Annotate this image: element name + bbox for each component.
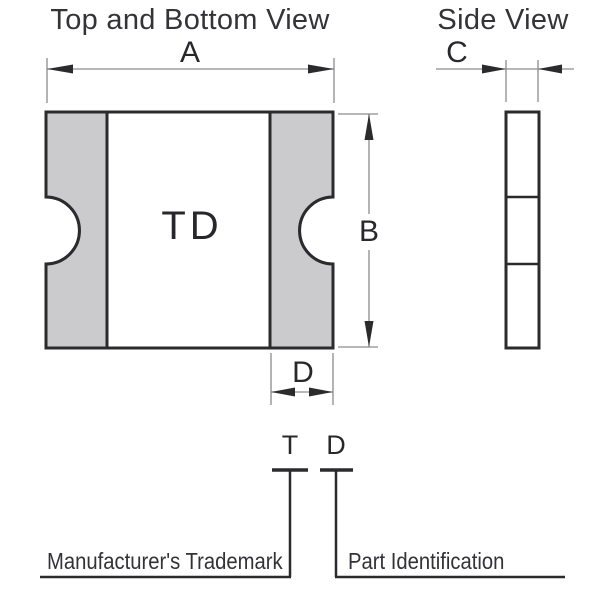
dimension-a [46, 58, 335, 103]
part-id-caption: Part Identification [348, 548, 505, 574]
arrowhead-down-icon [364, 321, 374, 347]
dim-label-b: B [354, 214, 384, 250]
side-view-outline [504, 110, 541, 350]
legend-symbol-part-id: D [326, 430, 346, 460]
top-view-right-terminal [268, 110, 335, 350]
dimension-c [436, 60, 574, 102]
dim-label-d: D [292, 356, 314, 389]
trademark-caption: Manufacturer's Trademark [47, 548, 283, 574]
side-view-title: Side View [437, 4, 569, 36]
dim-label-a: A [179, 36, 201, 69]
arrowhead-left-icon [47, 64, 73, 74]
top-bottom-view-title: Top and Bottom View [50, 4, 330, 36]
legend-symbol-trademark: T [281, 430, 299, 460]
arrowhead-right-icon [308, 64, 334, 74]
arrowhead-up-icon [364, 114, 374, 140]
legend-part-id-leader [320, 468, 565, 579]
legend-trademark-leader [40, 468, 308, 579]
top-view-left-terminal [44, 110, 109, 350]
arrowhead-left-icon [538, 64, 562, 74]
arrowhead-right-icon [482, 64, 506, 74]
arrowhead-left-icon [271, 387, 295, 397]
device-marking-td: TD [161, 204, 223, 248]
arrowhead-right-icon [309, 387, 333, 397]
dim-label-c: C [446, 36, 468, 69]
dimension-d [270, 353, 334, 405]
